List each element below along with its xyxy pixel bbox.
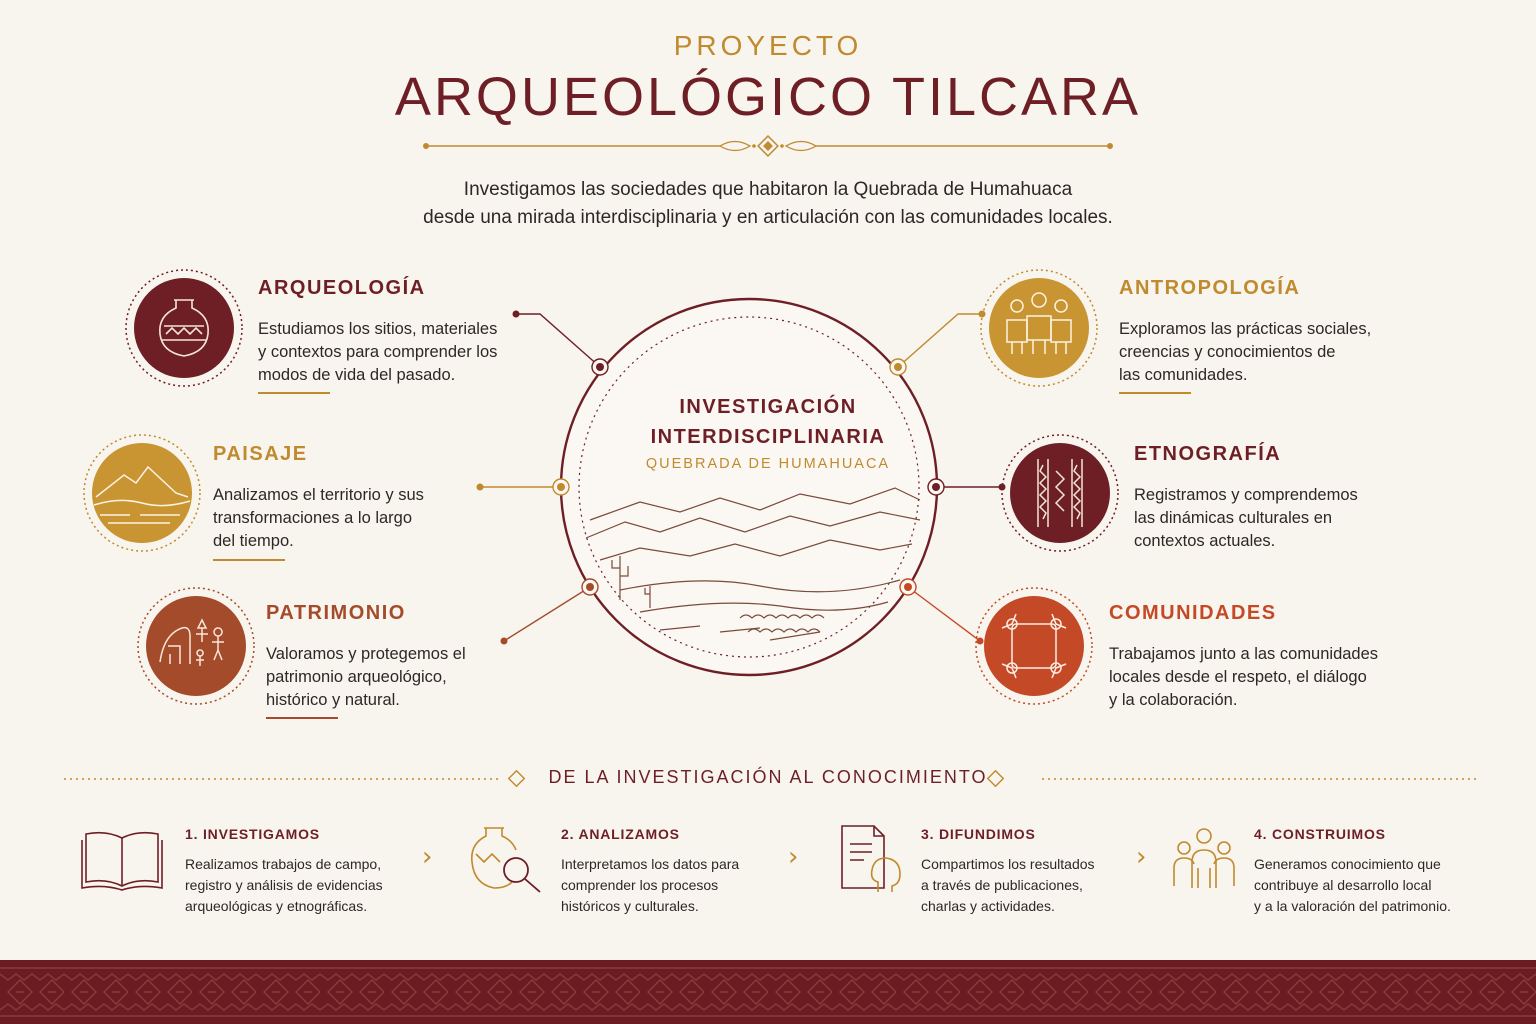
joined-hands-icon	[1001, 613, 1067, 679]
step-line: históricos y culturales.	[561, 898, 699, 914]
community-group-icon	[1173, 828, 1235, 888]
node-title-comunidades: COMUNIDADES	[1109, 602, 1277, 624]
intro-line-1: Investigamos las sociedades que habitaro…	[463, 179, 1073, 200]
document-profile-icon	[841, 825, 901, 892]
step-title-1: 1. INVESTIGAMOS	[185, 826, 320, 842]
step-text-2: Interpretamos los datos para comprender …	[561, 854, 791, 917]
node-rule	[266, 717, 338, 719]
node-line: transformaciones a lo largo	[213, 509, 413, 527]
node-rule	[258, 392, 330, 394]
step-line: Interpretamos los datos para	[561, 856, 740, 872]
quebrada-landscape-icon	[585, 487, 921, 641]
ceramic-vessel-icon	[159, 299, 209, 357]
node-line: las dinámicas culturales en	[1134, 509, 1333, 527]
step-line: a través de publicaciones,	[921, 877, 1083, 893]
node-title-patrimonio: PATRIMONIO	[266, 602, 406, 624]
step-text-1: Realizamos trabajos de campo, registro y…	[185, 854, 415, 917]
node-title-paisaje: PAISAJE	[213, 443, 308, 465]
hub-subtitle: QUEBRADA DE HUMAHUACA	[645, 456, 891, 472]
step-title-4: 4. CONSTRUIMOS	[1254, 826, 1386, 842]
comunidades-badge	[975, 587, 1093, 705]
connector-antropologia	[897, 313, 982, 368]
node-line: Analizamos el territorio y sus	[213, 486, 424, 504]
node-line: las comunidades.	[1119, 366, 1248, 384]
node-line: histórico y natural.	[266, 691, 400, 709]
node-text-etnografia: Registramos y comprendemos las dinámicas…	[1134, 484, 1404, 553]
hub-title-line-1: INVESTIGACIÓN	[679, 396, 857, 418]
step-line: contribuye al desarrollo local	[1254, 877, 1432, 893]
node-line: Registramos y comprendemos	[1134, 486, 1358, 504]
step-line: Realizamos trabajos de campo,	[185, 856, 382, 872]
step-line: Generamos conocimiento que	[1254, 856, 1441, 872]
arqueologia-badge	[125, 269, 243, 387]
node-line: modos de vida del pasado.	[258, 366, 456, 384]
paisaje-badge	[83, 434, 201, 552]
hub-circle	[559, 297, 939, 677]
page-title: ARQUEOLÓGICO TILCARA	[394, 67, 1142, 127]
section-divider	[64, 769, 1476, 788]
footer-pattern-band	[0, 960, 1536, 1024]
step-line: arqueológicas y etnográficas.	[185, 898, 368, 914]
node-line: Valoramos y protegemos el	[266, 645, 466, 663]
people-group-icon	[1006, 292, 1072, 354]
patrimonio-badge	[137, 587, 255, 705]
node-text-antropologia: Exploramos las prácticas sociales, creen…	[1119, 318, 1389, 387]
connector-patrimonio	[503, 586, 591, 642]
process-title: DE LA INVESTIGACIÓN AL CONOCIMIENTO	[548, 767, 988, 787]
node-line: Estudiamos los sitios, materiales	[258, 320, 498, 338]
hub-title-line-2: INTERDISCIPLINARIA	[650, 426, 886, 448]
node-line: Exploramos las prácticas sociales,	[1119, 320, 1372, 338]
node-title-arqueologia: ARQUEOLOGÍA	[258, 277, 426, 299]
intro-line-2: desde una mirada interdisciplinaria y en…	[423, 207, 1113, 228]
vessel-magnifier-icon	[470, 827, 541, 893]
node-line: Trabajamos junto a las comunidades	[1109, 645, 1379, 663]
title-ornament	[423, 135, 1113, 157]
connector-comunidades	[907, 586, 981, 642]
node-text-paisaje: Analizamos el territorio y sus transform…	[213, 484, 483, 553]
step-text-3: Compartimos los resultados a través de p…	[921, 854, 1151, 917]
step-line: Compartimos los resultados	[921, 856, 1095, 872]
andean-pattern	[0, 960, 1536, 1024]
node-text-patrimonio: Valoramos y protegemos el patrimonio arq…	[266, 643, 536, 712]
node-line: patrimonio arqueológico,	[266, 668, 447, 686]
node-rule	[1119, 392, 1191, 394]
header-kicker: PROYECTO	[673, 30, 863, 61]
node-rule	[213, 559, 285, 561]
step-line: y a la valoración del patrimonio.	[1254, 898, 1451, 914]
node-line: creencias y conocimientos de	[1119, 343, 1336, 361]
rock-art-icon	[159, 618, 224, 666]
etnografia-badge	[1001, 434, 1119, 552]
node-line: locales desde el respeto, el diálogo	[1109, 668, 1367, 686]
step-arrow-icon: ›	[1136, 842, 1147, 872]
step-title-2: 2. ANALIZAMOS	[561, 826, 680, 842]
intro-paragraph: Investigamos las sociedades que habitaro…	[268, 176, 1268, 232]
mountain-landscape-icon	[93, 465, 191, 524]
connector-arqueologia	[516, 313, 601, 368]
antropologia-badge	[980, 269, 1098, 387]
node-line: y contextos para comprender los	[258, 343, 498, 361]
node-text-arqueologia: Estudiamos los sitios, materiales y cont…	[258, 318, 528, 387]
open-book-icon	[81, 831, 163, 891]
step-arrow-icon: ›	[422, 842, 433, 872]
step-arrow-icon: ›	[788, 842, 799, 872]
node-title-antropologia: ANTROPOLOGÍA	[1119, 277, 1301, 299]
step-text-4: Generamos conocimiento que contribuye al…	[1254, 854, 1494, 917]
textile-pattern-icon	[1037, 459, 1083, 527]
step-title-3: 3. DIFUNDIMOS	[921, 826, 1036, 842]
node-title-etnografia: ETNOGRAFÍA	[1134, 443, 1282, 465]
node-line: del tiempo.	[213, 532, 294, 550]
step-line: registro y análisis de evidencias	[185, 877, 383, 893]
step-line: comprender los procesos	[561, 877, 719, 893]
step-line: charlas y actividades.	[921, 898, 1055, 914]
hub-diagram	[476, 297, 1006, 677]
node-line: y la colaboración.	[1109, 691, 1238, 709]
node-line: contextos actuales.	[1134, 532, 1276, 550]
node-text-comunidades: Trabajamos junto a las comunidades local…	[1109, 643, 1409, 712]
